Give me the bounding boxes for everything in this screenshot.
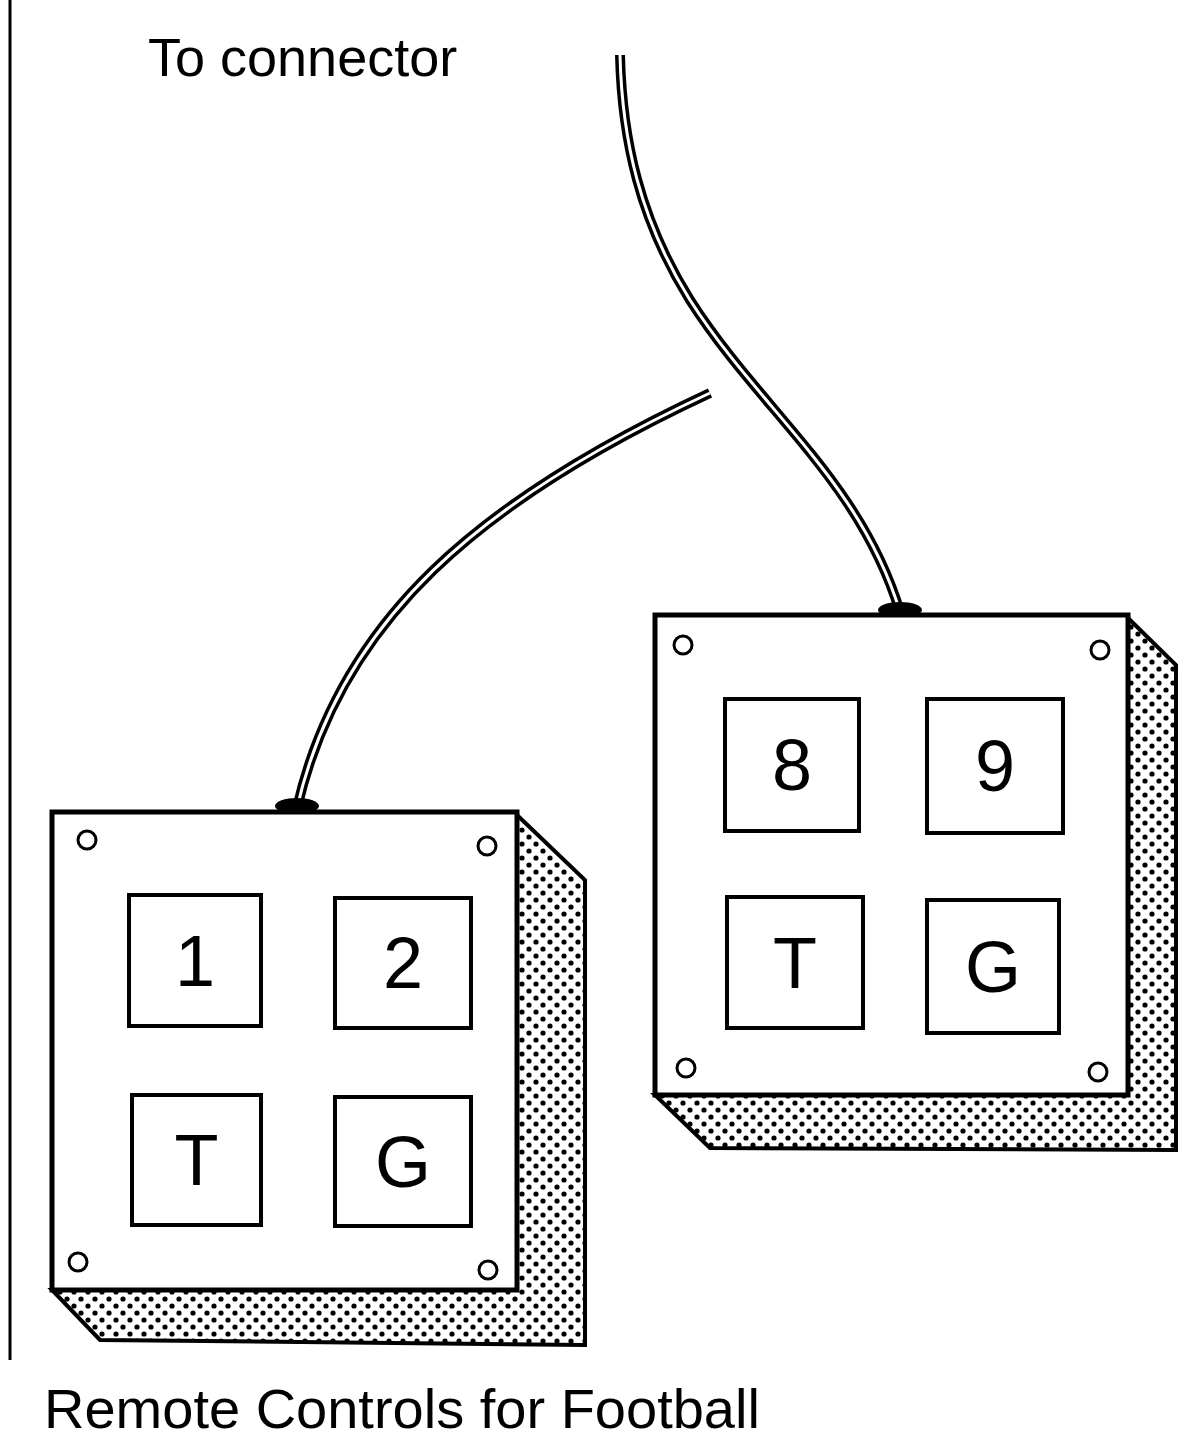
key-button: T: [130, 1093, 263, 1227]
key-label: 9: [975, 730, 1015, 802]
key-button: T: [725, 895, 865, 1030]
key-button: 2: [333, 896, 473, 1030]
key-label: T: [175, 1124, 219, 1196]
remote-box: [655, 615, 1176, 1150]
key-button: 9: [925, 697, 1065, 835]
key-button: G: [333, 1095, 473, 1228]
margin-rule: [9, 0, 12, 1360]
key-label: 1: [175, 925, 215, 997]
key-button: 8: [723, 697, 861, 833]
key-label: T: [773, 927, 817, 999]
key-button: 1: [127, 893, 263, 1028]
cable-note: To connector: [148, 28, 457, 87]
figure-caption: Remote Controls for Football: [44, 1378, 760, 1440]
key-label: 8: [772, 729, 812, 801]
key-label: 2: [383, 927, 423, 999]
remote-box: [52, 812, 585, 1345]
key-button: G: [925, 898, 1061, 1035]
key-label: G: [965, 931, 1021, 1003]
key-label: G: [375, 1126, 431, 1198]
